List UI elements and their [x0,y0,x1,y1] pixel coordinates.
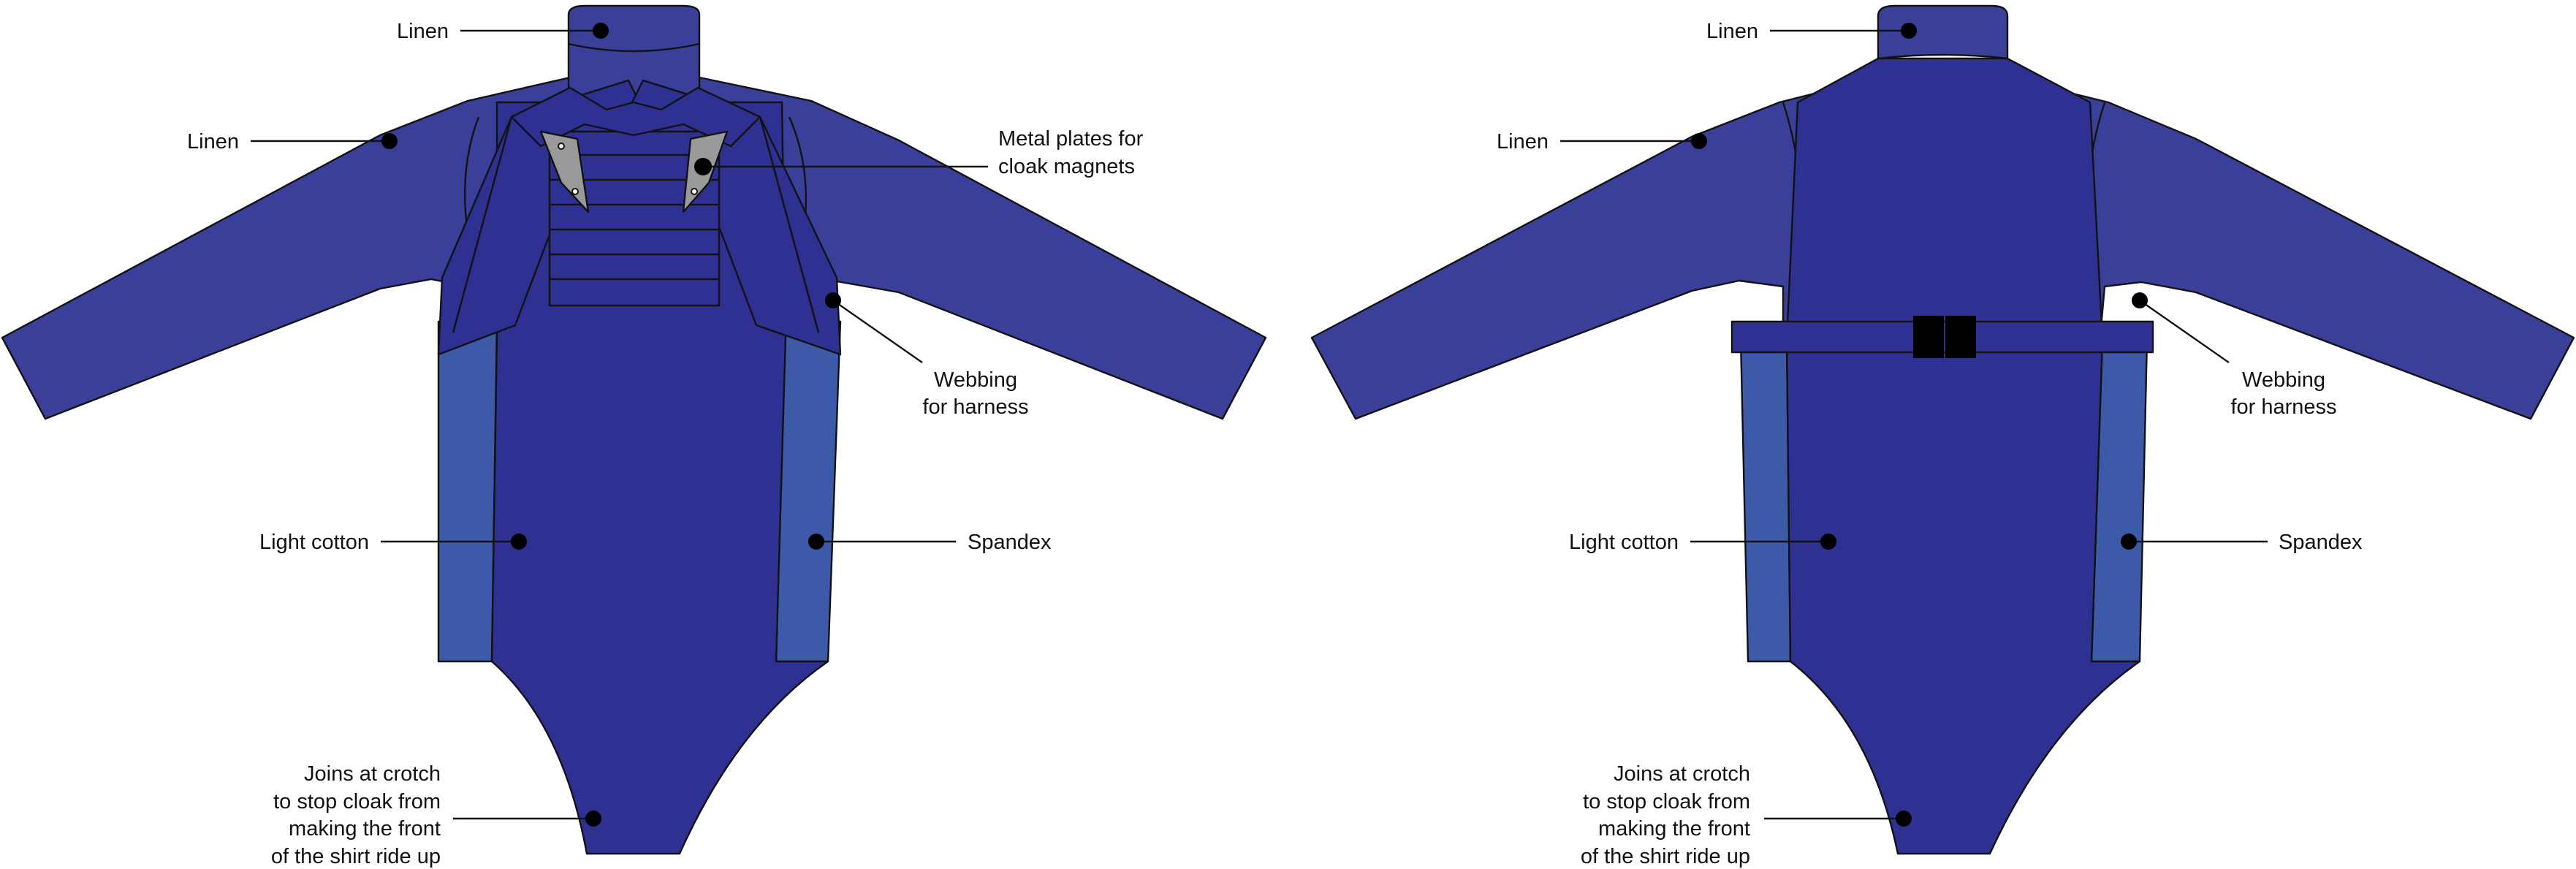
back-collar [1877,4,2009,60]
back-spandex-marker [2121,534,2137,550]
front-webbing-marker [825,292,841,308]
back-crotch-label-4: of the shirt ride up [1581,845,1750,868]
front-metal-plates-label-2: cloak magnets [998,155,1135,178]
front-webbing-label: Webbing [934,368,1017,392]
front-spandex-label: Spandex [968,531,1052,554]
back-light-cotton-label: Light cotton [1569,531,1679,554]
front-crotch-label-2: to stop cloak from [273,790,441,813]
front-sleeve-linen-marker [381,133,398,149]
front-annotations: Linen Linen Metal plates for cloak magne… [187,20,1144,868]
front-crotch-label-3: making the front [289,817,441,840]
front-yoke [510,86,761,148]
front-right-spandex-panel [775,320,842,663]
front-spandex-marker [808,534,824,550]
back-main-body [1785,57,2141,855]
back-crotch-label-3: making the front [1598,817,1750,840]
back-annotations: Linen Linen Webbing for harness Light co… [1497,20,2363,868]
back-sleeve-linen-label: Linen [1497,130,1549,153]
front-crotch-label-1: Joins at crotch [304,762,441,786]
front-webbing-label-2: for harness [922,395,1028,419]
front-metal-plates-marker [694,158,712,175]
front-collar-linen-marker [593,23,609,39]
front-light-cotton-marker [511,534,527,550]
back-spandex-label: Spandex [2279,531,2363,554]
front-view [1,4,1267,855]
back-crotch-marker [1896,811,1912,827]
back-light-cotton-marker [1820,534,1836,550]
front-crotch-marker [585,811,601,827]
back-collar-linen-label: Linen [1706,20,1758,43]
back-webbing-label-2: for harness [2230,395,2336,419]
back-left-spandex-panel [1739,338,1792,663]
back-crotch-label-2: to stop cloak from [1583,790,1750,813]
back-buckle-left [1913,316,1944,358]
front-crotch-label-4: of the shirt ride up [271,845,441,868]
back-view [1310,4,2575,855]
front-collar-linen-label: Linen [397,20,449,43]
front-sleeve-linen-label: Linen [187,130,239,153]
back-buckle-right [1945,316,1976,358]
back-collar-linen-marker [1901,23,1917,39]
back-webbing-marker [2132,292,2148,308]
back-webbing-label: Webbing [2242,368,2325,392]
front-collar [567,4,701,104]
back-crotch-label-1: Joins at crotch [1614,762,1750,786]
front-metal-plates-label: Metal plates for [998,127,1144,151]
back-sleeve-linen-marker [1691,133,1707,149]
front-light-cotton-label: Light cotton [259,531,369,554]
front-left-spandex-panel [437,320,498,663]
